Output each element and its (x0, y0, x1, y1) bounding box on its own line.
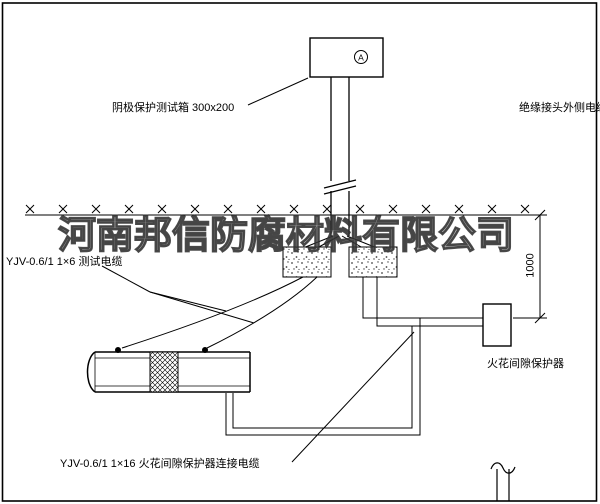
dimension-line (513, 209, 547, 324)
meter-circle (354, 50, 368, 64)
company-watermark: 河南邦信防腐材料有限公司 (57, 214, 515, 257)
leader-connection-cable (291, 331, 415, 463)
label-test-cable: YJV-0.6/1 1×6 测试电缆 (6, 256, 123, 268)
concrete-block-right (348, 246, 398, 278)
label-protector-connection-cable: YJV-0.6/1 1×16 火花间隙保护器连接电缆 (60, 458, 260, 470)
dimension-text-1000: 1000 (524, 253, 537, 278)
protector-cables (225, 277, 483, 436)
test-box: A (309, 37, 384, 78)
leader-test-cable (101, 265, 151, 293)
concrete-blocks (282, 246, 398, 278)
label-test-box: 阴极保护测试箱 300x200 (112, 102, 235, 114)
leader-test-box (247, 77, 309, 106)
riser-conduit (323, 77, 357, 236)
concrete-block-left (282, 246, 332, 278)
pipe-stub-symbol (490, 462, 516, 501)
test-cables (121, 276, 318, 349)
pipe-left-cap (86, 351, 96, 393)
cable-weld-points (115, 347, 208, 353)
label-spark-gap-protector: 火花间隙保护器 (487, 358, 564, 370)
meter-symbol: A (358, 53, 364, 63)
spark-gap-protector (482, 303, 512, 347)
leader-lines (101, 77, 415, 463)
label-insulated-joint-outer-cable: 绝缘接头外侧电缆 (519, 102, 600, 114)
insulating-joint-hatch (149, 351, 179, 393)
